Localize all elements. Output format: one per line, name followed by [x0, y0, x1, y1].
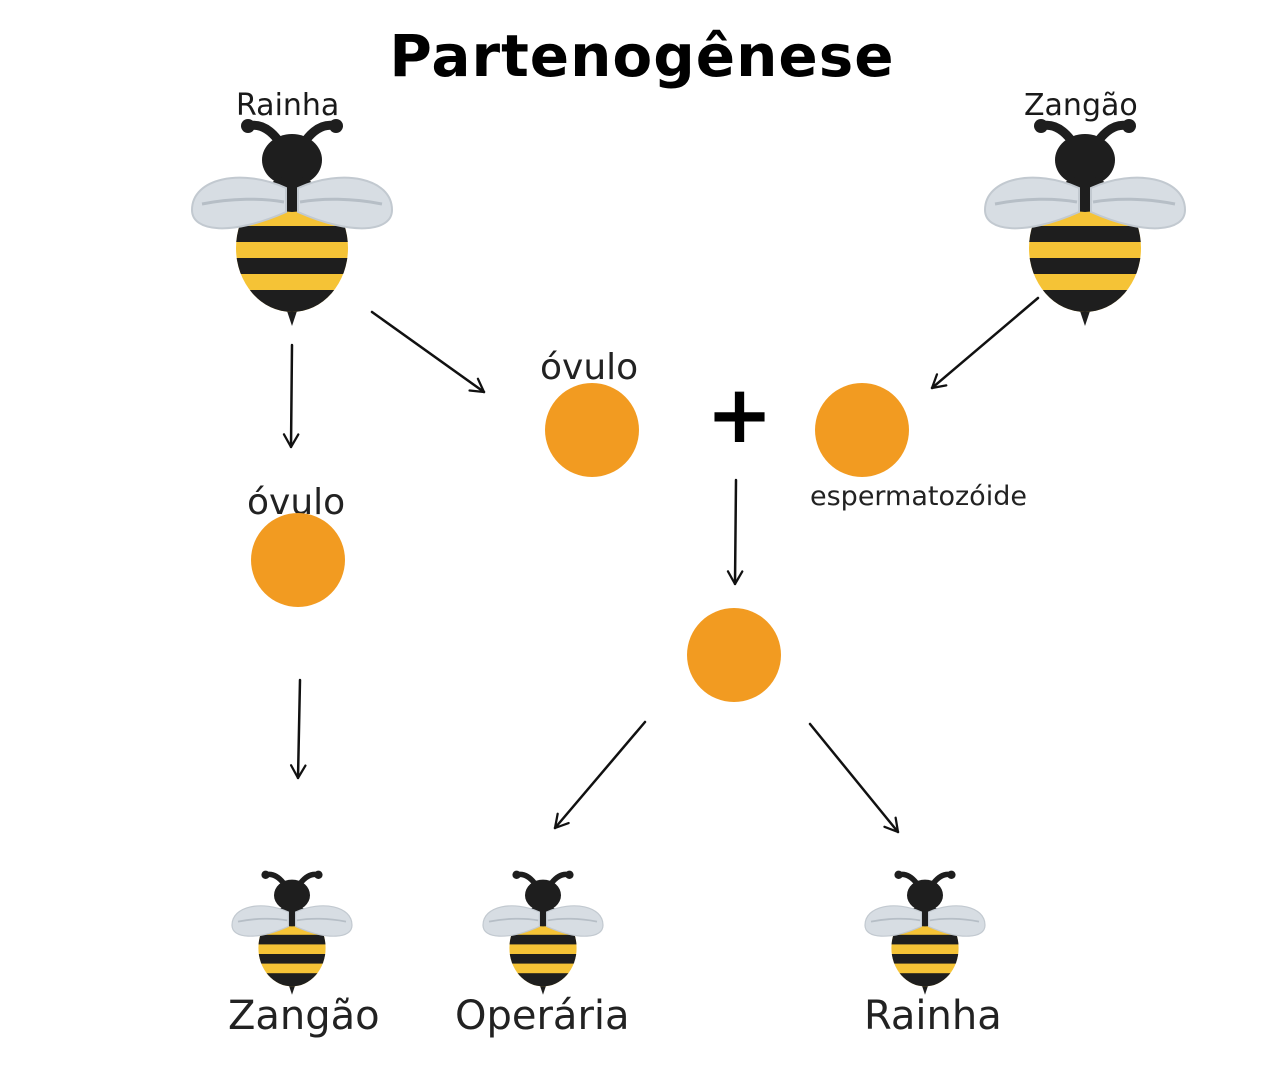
egg-cell-left-icon [251, 513, 345, 607]
arrow-drone-to-sperm [930, 296, 1040, 390]
arrow-left-egg-to-drone [289, 678, 307, 780]
arrow-zygote-to-queen [808, 722, 900, 834]
page-title: Partenogênese [389, 22, 895, 90]
drone-parent-label: Zangão [1024, 88, 1138, 123]
queen-bee-icon [192, 119, 392, 326]
offspring-worker-label: Operária [455, 993, 630, 1039]
arrow-queen-to-left-egg [282, 343, 300, 449]
egg-cell-center-icon [545, 383, 639, 477]
offspring-queen-bee-icon [865, 871, 985, 995]
queen-parent-label: Rainha [236, 88, 340, 123]
offspring-queen-label: Rainha [864, 993, 1002, 1039]
plus-sign: + [706, 368, 774, 461]
sperm-label: espermatozóide [810, 481, 1027, 512]
egg-label-center: óvulo [540, 347, 639, 388]
arrow-queen-to-center-egg [370, 310, 486, 394]
drone-bee-icon [985, 119, 1185, 326]
offspring-drone-label: Zangão [228, 993, 380, 1039]
sperm-cell-icon [815, 383, 909, 477]
arrow-zygote-to-worker [553, 720, 647, 830]
arrow-to-zygote [726, 478, 744, 586]
offspring-worker-bee-icon [483, 871, 603, 995]
offspring-drone-bee-icon [232, 871, 352, 995]
zygote-cell-icon [687, 608, 781, 702]
